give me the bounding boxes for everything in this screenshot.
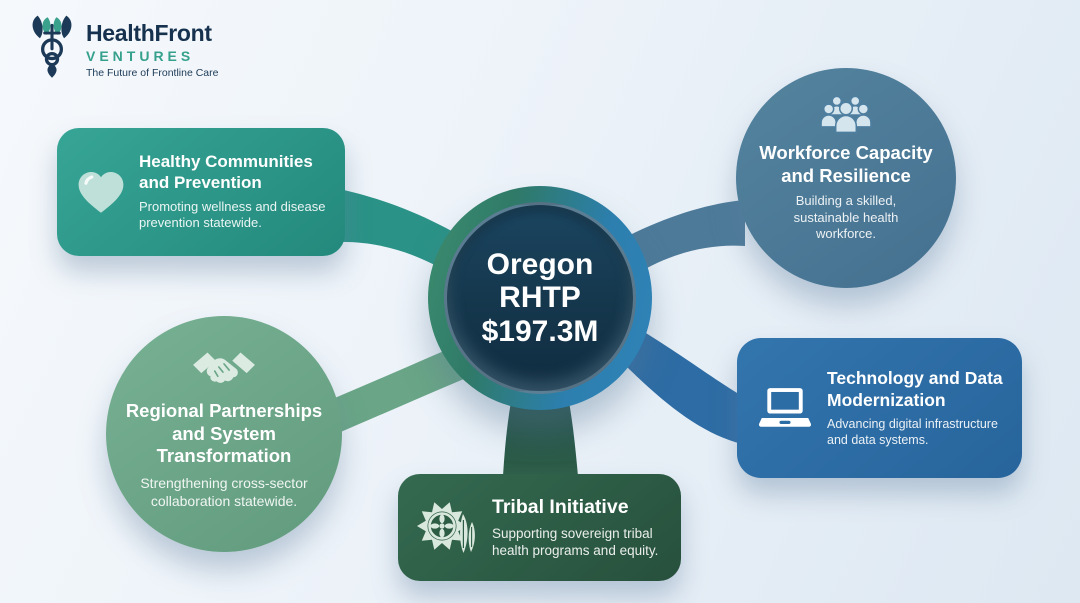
center-hub-circle: Oregon RHTP $197.3M xyxy=(444,202,636,394)
node-text-block: Healthy Communities and Prevention Promo… xyxy=(139,152,345,232)
node-description: Strengthening cross-sector collaboration… xyxy=(140,474,308,509)
node-description: Building a skilled, sustainable health w… xyxy=(793,193,899,242)
node-title: Tribal Initiative xyxy=(492,495,629,518)
node-description: Supporting sovereign tribal health progr… xyxy=(492,525,659,558)
brand-tagline: The Future of Frontline Care xyxy=(86,67,219,79)
node-description: Advancing digital infrastructure and dat… xyxy=(827,416,998,447)
heart-icon xyxy=(75,168,127,216)
brand-text: HealthFront VENTURES The Future of Front… xyxy=(86,14,218,79)
node-regional-partnerships: Regional Partnerships and System Transfo… xyxy=(106,316,342,552)
brand-logo: HealthFront VENTURES The Future of Front… xyxy=(30,14,218,80)
node-title: Healthy Communities and Prevention xyxy=(139,152,313,192)
hub-amount: $197.3M xyxy=(481,314,599,348)
people-group-icon xyxy=(820,95,872,134)
healthfront-logo-icon xyxy=(32,15,72,78)
center-hub: Oregon RHTP $197.3M xyxy=(428,186,652,410)
node-tribal-initiative: Tribal Initiative Supporting sovereign t… xyxy=(398,474,681,581)
node-technology-data: Technology and Data Modernization Advanc… xyxy=(737,338,1022,478)
node-healthy-communities: Healthy Communities and Prevention Promo… xyxy=(57,128,345,256)
node-description: Promoting wellness and disease preventio… xyxy=(139,198,326,231)
brand-subname: VENTURES xyxy=(86,48,195,64)
tribal-sun-feather-icon xyxy=(416,499,480,557)
node-text-block: Tribal Initiative Supporting sovereign t… xyxy=(492,496,681,559)
laptop-icon xyxy=(757,387,813,429)
handshake-icon xyxy=(193,352,255,383)
node-title: Workforce Capacity and Resilience xyxy=(759,142,933,186)
node-title: Regional Partnerships and System Transfo… xyxy=(125,400,323,467)
connector-hub-to-technology xyxy=(622,322,742,444)
hub-title-line2: RHTP xyxy=(499,281,581,315)
hub-title-line1: Oregon xyxy=(486,247,594,281)
node-text-block: Technology and Data Modernization Advanc… xyxy=(827,368,1022,448)
node-title: Technology and Data Modernization xyxy=(827,368,1003,410)
brand-name: HealthFront xyxy=(86,20,212,46)
node-workforce-capacity: Workforce Capacity and Resilience Buildi… xyxy=(736,68,956,288)
